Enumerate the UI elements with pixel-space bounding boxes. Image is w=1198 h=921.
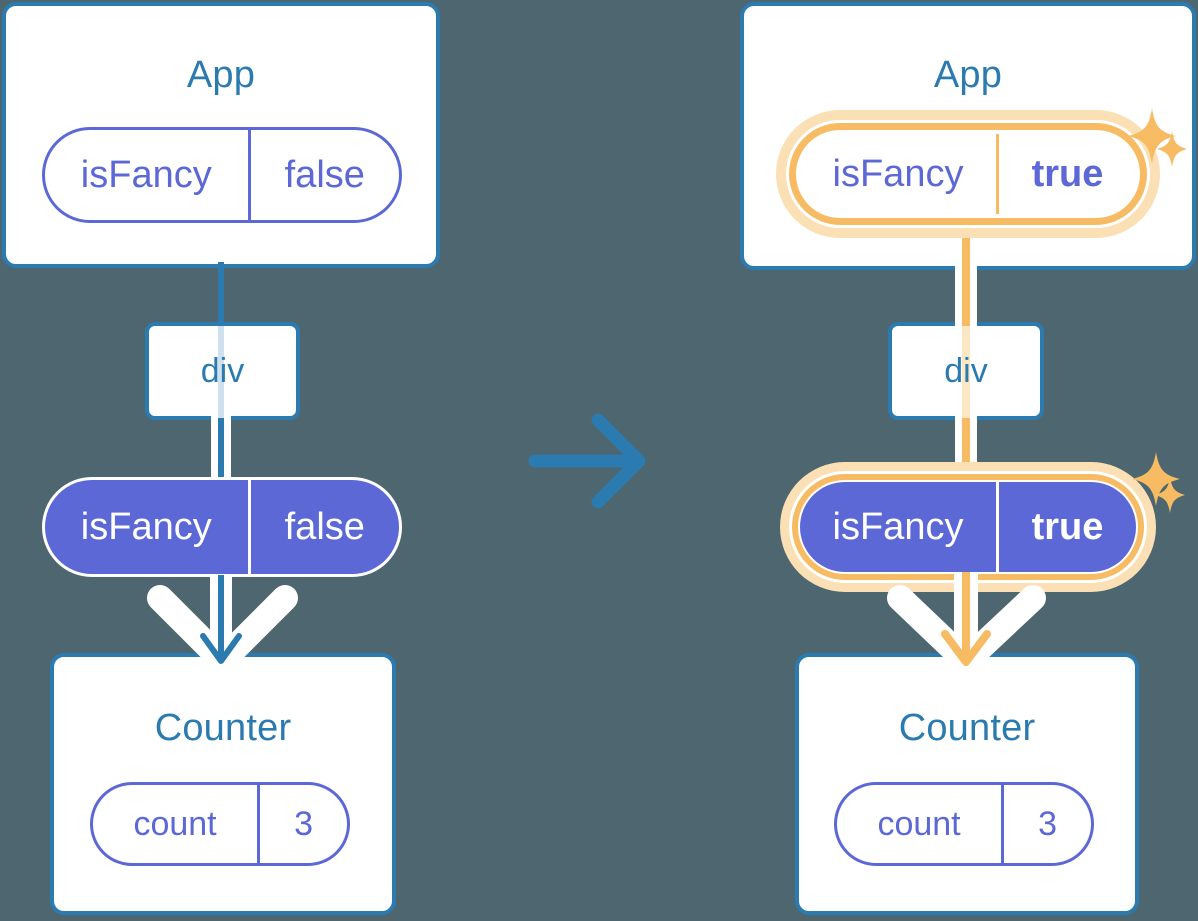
connector-div-to-prop-left xyxy=(218,414,224,486)
prop-passthrough-line-right xyxy=(962,326,970,418)
connector-app-to-div-right xyxy=(962,215,970,330)
state-pill-key: isFancy xyxy=(80,153,212,196)
component-title-counter-left: Counter xyxy=(154,707,292,749)
state-pill-count-counter-right[interactable]: count 3 xyxy=(834,782,1094,866)
component-title-app-right: App xyxy=(933,54,1003,96)
highlight-ring-app-right xyxy=(789,123,1147,225)
prop-flow-arrow-left xyxy=(147,575,298,673)
element-label-div-right: div xyxy=(944,351,988,390)
prop-pill-isfancy-left[interactable]: isFancy false xyxy=(42,477,402,577)
state-pill-isfancy-app-right[interactable]: isFancy true xyxy=(800,134,1136,214)
element-label-div-left: div xyxy=(200,351,245,390)
component-title-counter-right: Counter xyxy=(898,707,1036,749)
state-pill-isfancy-app-left[interactable]: isFancy false xyxy=(42,127,402,223)
state-pill-value: true xyxy=(996,134,1136,214)
state-pill-key: count xyxy=(877,804,961,843)
prop-pill-value: true xyxy=(996,482,1136,572)
connector-app-to-div-left xyxy=(218,262,224,326)
sparkle-small-prop xyxy=(1155,477,1185,513)
state-pill-value: 3 xyxy=(257,785,347,863)
state-pill-value: false xyxy=(247,130,399,220)
prop-pill-isfancy-right[interactable]: isFancy true xyxy=(800,482,1136,572)
connector-div-to-prop-right xyxy=(962,414,970,490)
state-pill-key: count xyxy=(133,804,217,843)
prop-pill-value: false xyxy=(247,480,399,574)
state-pill-key: isFancy xyxy=(832,152,964,195)
state-pill-count-counter-left[interactable]: count 3 xyxy=(90,782,350,866)
arrow-right-icon xyxy=(528,413,646,509)
component-title-app-left: App xyxy=(186,54,256,96)
prop-passthrough-line-left xyxy=(218,326,224,418)
state-pill-value: 3 xyxy=(1001,785,1091,863)
prop-pill-key: isFancy xyxy=(80,505,212,548)
prop-pill-key: isFancy xyxy=(832,505,964,548)
